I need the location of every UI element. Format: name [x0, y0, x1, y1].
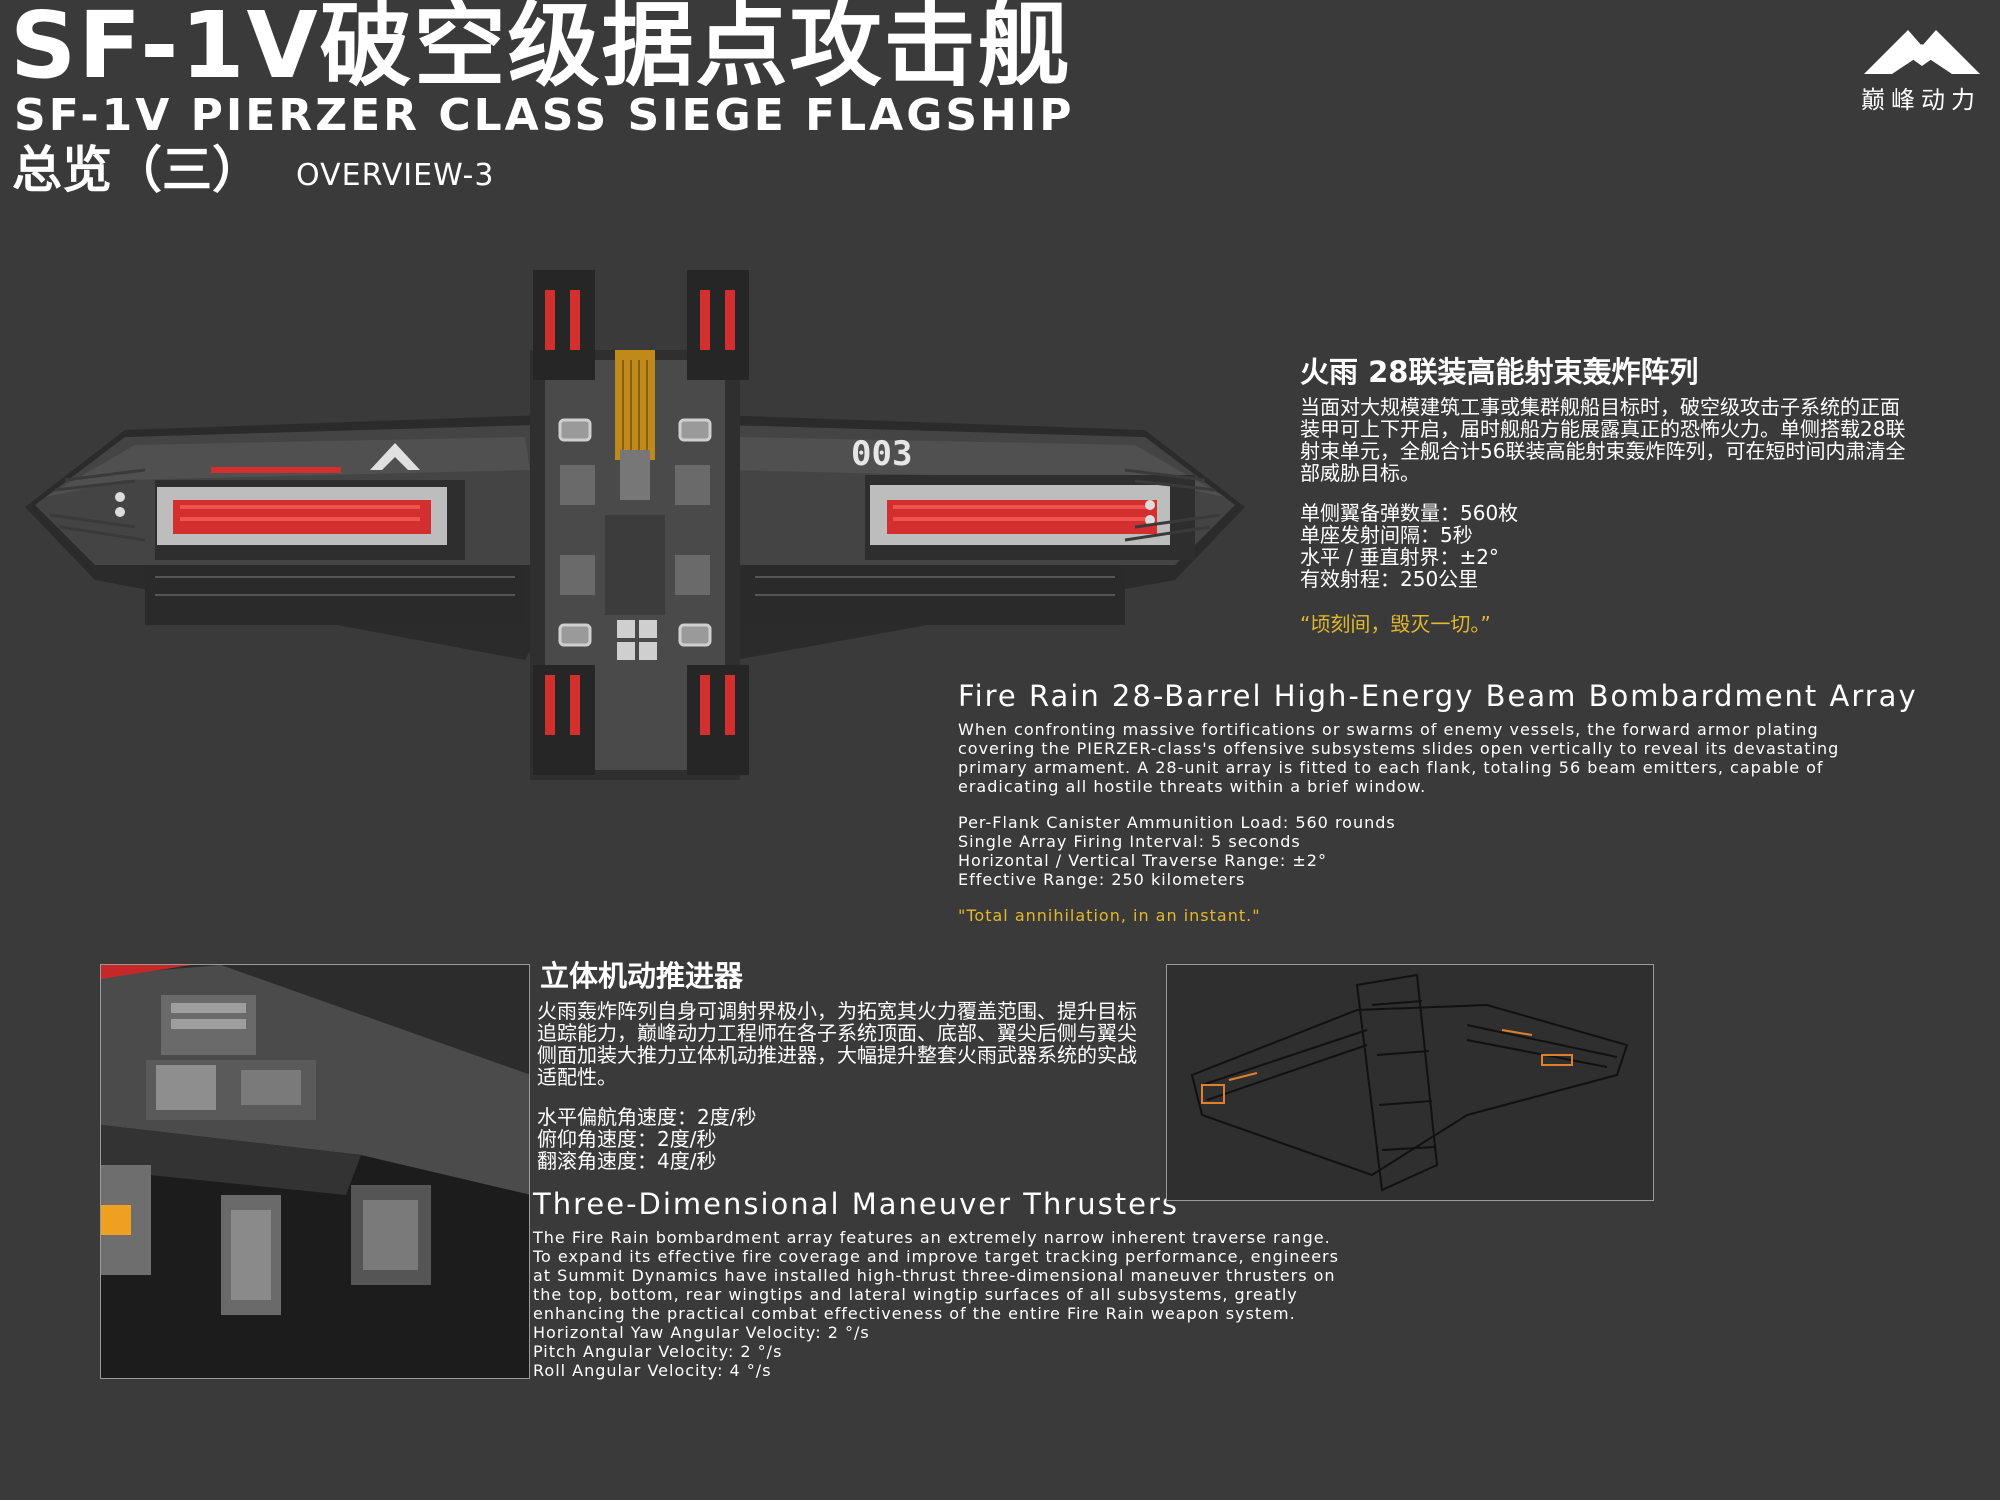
spec-line: Roll Angular Velocity: 4 °/s [533, 1361, 772, 1380]
thrusters-description-en: The Fire Rain bombardment array features… [533, 1228, 1339, 1380]
spec-line: Per-Flank Canister Ammunition Load: 560 … [958, 813, 1396, 832]
spec-line: 水平偏航角速度：2度/秒 [537, 1105, 757, 1129]
description-line: The Fire Rain bombardment array features… [533, 1228, 1331, 1247]
spec-line: 翻滚角速度：4度/秒 [537, 1149, 717, 1173]
fire-rain-title-cn: 火雨 28联装高能射束轰炸阵列 [1300, 355, 1699, 389]
description-line: primary armament. A 28-unit array is fit… [958, 758, 1824, 777]
spec-line: 俯仰角速度：2度/秒 [537, 1127, 717, 1151]
fire-rain-description-cn: 当面对大规模建筑工事或集群舰船目标时，破空级攻击子系统的正面装甲可上下开启，届时… [1300, 395, 1906, 485]
description-line: the top, bottom, rear wingtips and later… [533, 1285, 1298, 1304]
spec-line: Horizontal / Vertical Traverse Range: ±2… [958, 851, 1327, 870]
fire-rain-title-en: Fire Rain 28-Barrel High-Energy Beam Bom… [958, 679, 1918, 713]
thruster-closeup-image [100, 964, 530, 1379]
hull-number: 003 [851, 434, 912, 474]
spec-line: 单侧翼备弹数量：560枚 [1300, 501, 1519, 525]
spec-line: Horizontal Yaw Angular Velocity: 2 °/s [533, 1323, 870, 1342]
description-line: To expand its effective fire coverage an… [533, 1247, 1339, 1266]
description-line: enhancing the practical combat effective… [533, 1304, 1296, 1323]
spec-line: Single Array Firing Interval: 5 seconds [958, 832, 1301, 851]
spec-line: 单座发射间隔：5秒 [1300, 523, 1473, 547]
description-line: at Summit Dynamics have installed high-t… [533, 1266, 1336, 1285]
fire-rain-quote-en: "Total annihilation, in an instant." [958, 906, 1261, 925]
spec-line: 有效射程：250公里 [1300, 567, 1479, 591]
page-title-cn: SF-1V破空级据点攻击舰 [10, 0, 1072, 99]
wireframe-ship-image [1166, 964, 1654, 1201]
page-title-en: SF-1V PIERZER CLASS SIEGE FLAGSHIP [14, 90, 1075, 141]
thrusters-title-cn: 立体机动推进器 [540, 959, 744, 993]
summit-mountain-logo-icon [1864, 30, 1980, 74]
spec-line: Pitch Angular Velocity: 2 °/s [533, 1342, 783, 1361]
thrusters-title-en: Three-Dimensional Maneuver Thrusters [533, 1187, 1180, 1221]
fire-rain-quote-cn: “顷刻间，毁灭一切。” [1300, 612, 1491, 636]
spec-line: 水平 / 垂直射界：±2° [1300, 545, 1499, 569]
page-subtitle-en: OVERVIEW-3 [296, 158, 495, 193]
description-line: When confronting massive fortifications … [958, 720, 1819, 739]
wing-chevron-emblem-icon [370, 443, 420, 470]
thrusters-specs-cn: 水平偏航角速度：2度/秒 俯仰角速度：2度/秒 翻滚角速度：4度/秒 [537, 1106, 756, 1172]
page-subtitle-cn: 总览（三） [12, 141, 262, 199]
thrusters-description-cn: 火雨轰炸阵列自身可调射界极小，为拓宽其火力覆盖范围、提升目标追踪能力，巅峰动力工… [537, 999, 1137, 1089]
description-line: covering the PIERZER-class's offensive s… [958, 739, 1840, 758]
fire-rain-specs-cn: 单侧翼备弹数量：560枚 单座发射间隔：5秒 水平 / 垂直射界：±2° 有效射… [1300, 502, 1518, 590]
fire-rain-description-en: When confronting massive fortifications … [958, 720, 1839, 796]
ship-top-view-render: 003 [25, 270, 1245, 780]
spec-line: Effective Range: 250 kilometers [958, 870, 1246, 889]
brand-name: 巅峰动力 [1861, 86, 1981, 114]
description-line: eradicating all hostile threats within a… [958, 777, 1427, 796]
fire-rain-specs-en: Per-Flank Canister Ammunition Load: 560 … [958, 813, 1396, 889]
